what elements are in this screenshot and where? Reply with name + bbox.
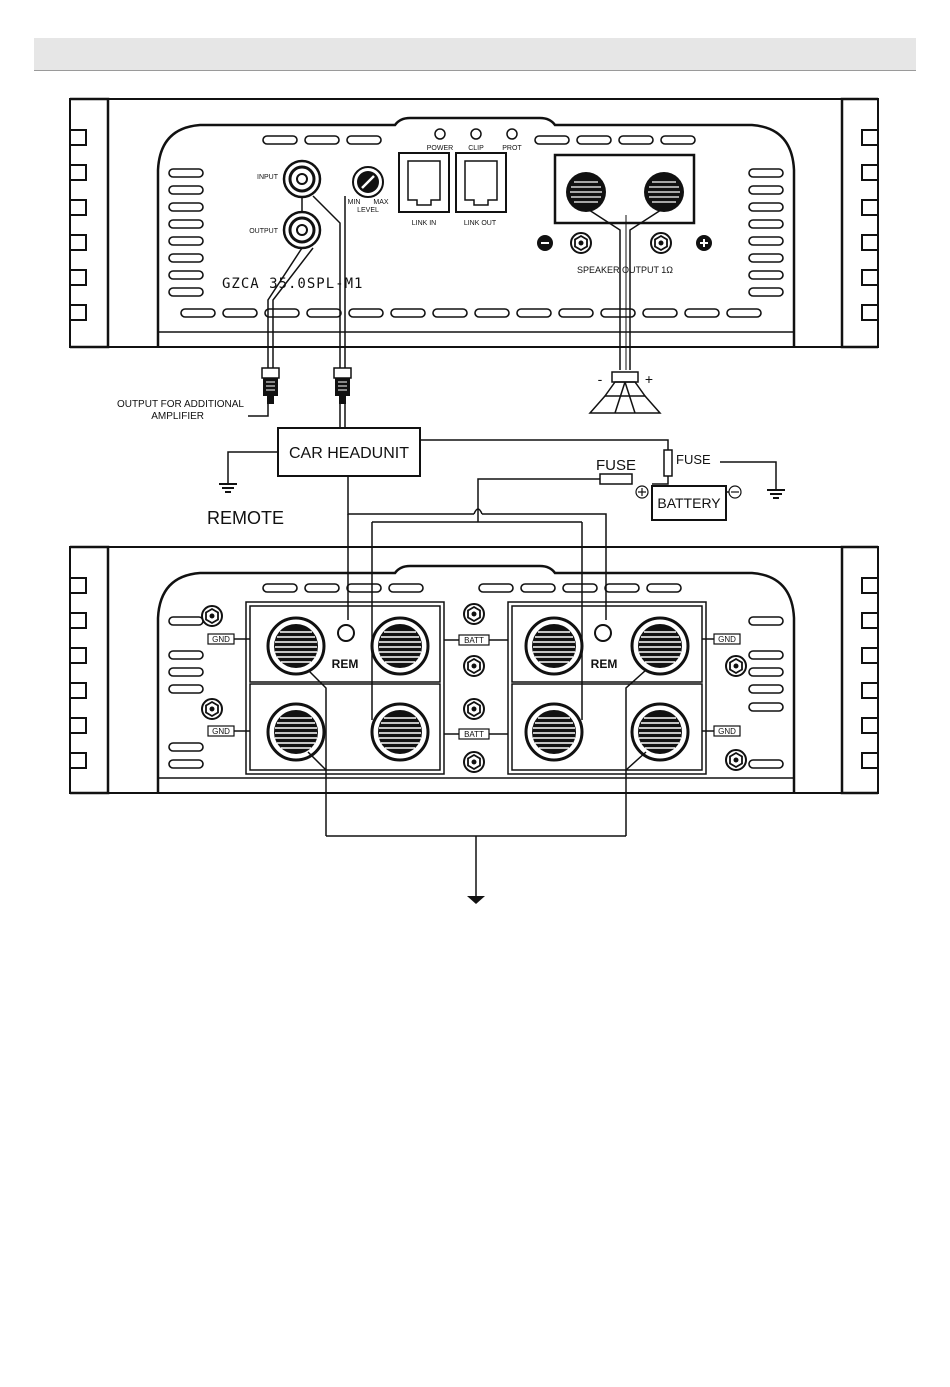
power-led xyxy=(435,129,445,139)
fuse-right xyxy=(664,450,672,476)
speaker-minus: - xyxy=(598,371,603,387)
speaker-output-block xyxy=(537,155,712,253)
batt-tag-bottom: BATT xyxy=(464,730,484,739)
output-label: OUTPUT xyxy=(249,228,279,235)
batt-tag-top: BATT xyxy=(464,636,484,645)
level-min-label: MIN xyxy=(348,199,361,206)
rem-terminal-left xyxy=(338,625,354,641)
rem-terminal-right xyxy=(595,625,611,641)
rem-label-right: REM xyxy=(591,657,618,671)
gnd-tag-left-top: GND xyxy=(212,635,230,644)
output-additional-line1: OUTPUT FOR ADDITIONAL xyxy=(117,399,244,410)
link-in-label: LINK IN xyxy=(412,220,437,227)
fuse-right-label: FUSE xyxy=(676,452,711,467)
rem-label-left: REM xyxy=(332,657,359,671)
fuse-left-label: FUSE xyxy=(596,457,636,474)
level-label: LEVEL xyxy=(357,207,379,214)
link-ports xyxy=(399,153,506,212)
speaker-output-label: SPEAKER OUTPUT 1Ω xyxy=(577,265,673,275)
link-in-port xyxy=(399,153,449,212)
ground-icon-chassis xyxy=(467,896,485,904)
battery-plus-icon xyxy=(636,486,648,498)
ground-icon-battery xyxy=(767,484,785,498)
gnd-tag-right-bottom: GND xyxy=(718,727,736,736)
clip-led xyxy=(471,129,481,139)
link-out-port xyxy=(456,153,506,212)
clip-label: CLIP xyxy=(468,145,484,152)
battery-label: BATTERY xyxy=(657,495,721,511)
input-label: INPUT xyxy=(257,174,279,181)
prot-led xyxy=(507,129,517,139)
fuse-left xyxy=(600,474,632,484)
status-leds: POWER CLIP PROT xyxy=(427,129,523,152)
ground-icon-headunit xyxy=(219,478,237,492)
battery-minus-icon xyxy=(729,486,741,498)
output-additional-line2: AMPLIFIER xyxy=(151,411,204,422)
level-max-label: MAX xyxy=(373,199,389,206)
gnd-tag-left-bottom: GND xyxy=(212,727,230,736)
speaker-plus: + xyxy=(645,371,653,387)
rca-plugs xyxy=(248,368,351,428)
remote-label: REMOTE xyxy=(207,508,284,528)
power-label: POWER xyxy=(427,145,453,152)
link-out-label: LINK OUT xyxy=(464,220,497,227)
prot-label: PROT xyxy=(502,145,522,152)
model-name: GZCA 35.0SPL-M1 xyxy=(222,276,363,292)
power-wiring xyxy=(228,440,776,720)
level-knob xyxy=(353,167,383,197)
gnd-tag-right-top: GND xyxy=(718,635,736,644)
car-headunit-label: CAR HEADUNIT xyxy=(289,445,409,462)
amplifier-bottom xyxy=(70,547,878,793)
